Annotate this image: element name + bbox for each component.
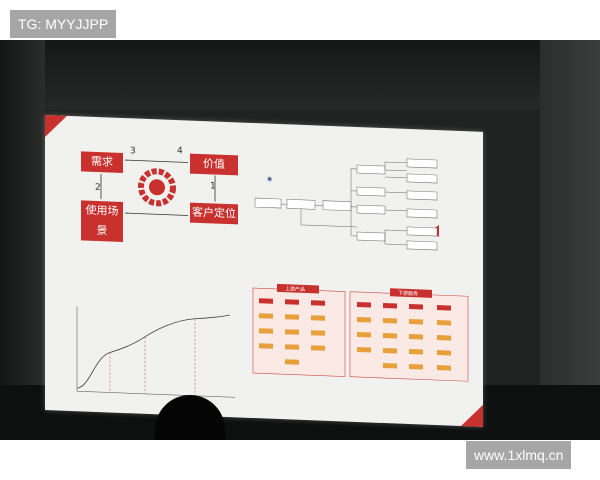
downstream-title-bar xyxy=(390,288,432,298)
growth-curve xyxy=(76,314,231,389)
center-dot xyxy=(149,179,165,196)
right-wall xyxy=(540,40,600,440)
down-cell xyxy=(383,317,397,324)
curve-axis-x xyxy=(77,390,235,398)
down-cell xyxy=(357,331,371,338)
node-f4 xyxy=(406,208,438,219)
node-r1 xyxy=(356,164,386,175)
node-factory xyxy=(254,197,282,209)
down-cell xyxy=(409,363,423,370)
node-f5 xyxy=(406,226,438,237)
node-platform xyxy=(286,199,316,210)
watermark-top: TG: MYYJJPP xyxy=(10,10,117,38)
down-cell xyxy=(409,348,423,355)
up-cell xyxy=(259,313,273,319)
tree-lines xyxy=(281,161,407,246)
up-cell xyxy=(311,345,325,351)
node-r2 xyxy=(356,186,386,197)
up-cell xyxy=(285,359,299,365)
up-cell xyxy=(285,299,299,305)
down-cell xyxy=(383,347,397,354)
left-wall xyxy=(0,40,45,440)
brand-logo: ◉ xyxy=(267,175,273,183)
up-cell xyxy=(259,343,273,349)
photo: 需求 价值 使用场景 客户定位 3 4 2 1 xyxy=(0,40,600,440)
down-cell xyxy=(383,362,397,369)
node-f1 xyxy=(406,158,438,169)
cycle-graphic xyxy=(76,158,469,398)
node-logo-main xyxy=(322,200,352,212)
down-cell xyxy=(409,318,423,325)
up-cell xyxy=(259,298,273,304)
down-cell xyxy=(437,335,451,341)
node-r4 xyxy=(356,231,386,242)
down-cell xyxy=(357,346,371,353)
down-cell xyxy=(437,350,451,356)
upstream-title: 上游产品 xyxy=(285,286,306,293)
node-f2 xyxy=(406,173,438,184)
down-cell xyxy=(437,305,451,311)
center-ring xyxy=(138,168,176,207)
arrow-demand-value xyxy=(125,159,188,163)
down-cell xyxy=(357,316,371,323)
down-cell xyxy=(409,303,423,310)
up-cell xyxy=(285,344,299,350)
up-cell xyxy=(259,328,273,334)
ceiling xyxy=(0,40,600,110)
node-f3 xyxy=(406,190,438,201)
projection-screen: 需求 价值 使用场景 客户定位 3 4 2 1 xyxy=(45,115,483,427)
down-cell xyxy=(383,302,397,309)
up-cell xyxy=(311,315,325,321)
node-f6 xyxy=(406,240,438,251)
down-cell xyxy=(409,333,423,340)
up-cell xyxy=(285,329,299,335)
node-r3 xyxy=(356,204,386,215)
down-cell xyxy=(383,332,397,339)
downstream-title: 下游服务 xyxy=(398,290,419,298)
down-cell xyxy=(437,365,451,371)
arrow-customer-scene xyxy=(125,212,188,216)
down-cell xyxy=(437,320,451,326)
up-cell xyxy=(311,330,325,336)
up-cell xyxy=(311,300,325,306)
down-cell xyxy=(357,301,371,308)
watermark-bottom: www.1xlmq.cn xyxy=(466,441,572,469)
upstream-title-bar xyxy=(277,283,319,294)
up-cell xyxy=(285,314,299,320)
